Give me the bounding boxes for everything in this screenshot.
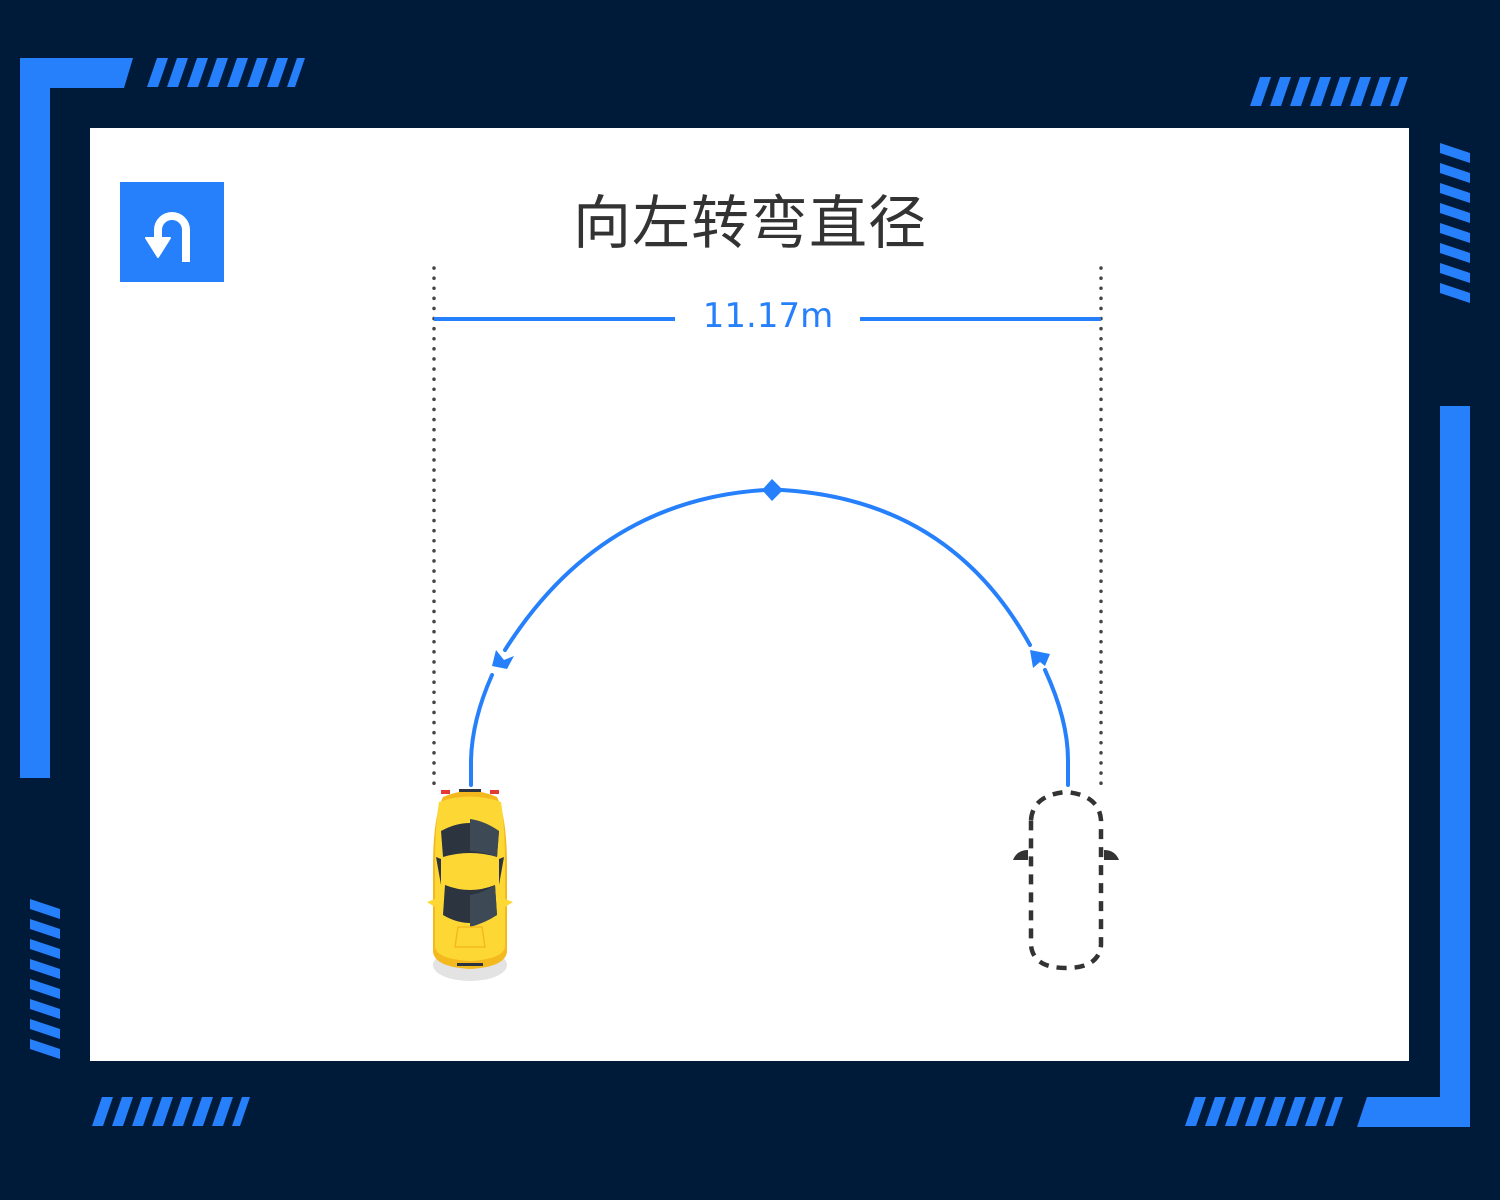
corner-bracket-bottom-right xyxy=(1357,406,1470,1127)
direction-arrows xyxy=(492,479,1050,669)
content-panel xyxy=(90,128,1409,1061)
turning-path xyxy=(469,488,1070,787)
mirror-right xyxy=(1104,850,1119,860)
u-turn-left-icon xyxy=(145,212,190,262)
stripes-right xyxy=(1440,143,1470,303)
stripes-bottom-right xyxy=(1185,1097,1343,1126)
start-car xyxy=(427,789,513,981)
page-title: 向左转弯直径 xyxy=(572,189,927,257)
end-car-outline xyxy=(1028,789,1104,971)
arrow-marker-1 xyxy=(492,650,514,669)
arrow-marker-3 xyxy=(1030,650,1050,668)
stripes-bottom-left xyxy=(92,1097,250,1126)
diameter-value-label: 11.17m xyxy=(702,296,834,336)
mirror-left xyxy=(1013,850,1028,860)
corner-bracket-top-left xyxy=(20,58,133,778)
stripes-left xyxy=(30,899,60,1059)
stripes-top-left xyxy=(147,58,305,87)
arrow-marker-2 xyxy=(762,479,783,501)
stripes-top-right xyxy=(1250,77,1408,106)
u-turn-badge xyxy=(120,182,224,282)
